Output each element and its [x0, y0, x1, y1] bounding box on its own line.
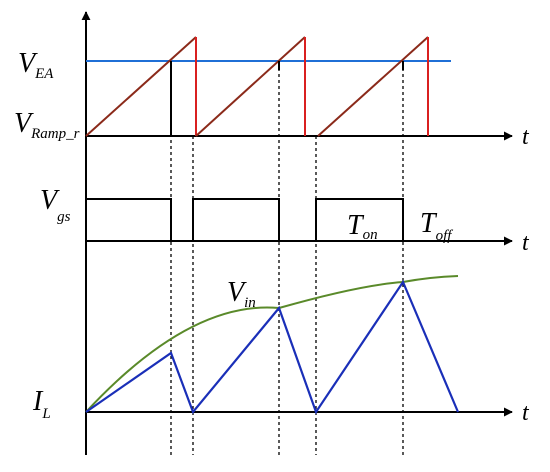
ramp-waveform [85, 36, 429, 137]
inductor-current-waveform [85, 279, 460, 415]
label-t-axis-current: t [522, 400, 530, 426]
label-t-axis-gate: t [522, 230, 530, 256]
ramp-trip-markers [170, 61, 404, 136]
gate-pulse-waveform [86, 198, 404, 242]
label-v-in: Vin [227, 277, 256, 311]
ramp-segment-3 [317, 36, 429, 137]
v-in-curve [85, 275, 459, 413]
label-i-l: IL [32, 386, 51, 422]
ramp-segment-1 [85, 36, 197, 137]
ramp-segment-2 [195, 36, 306, 137]
label-t-off: Toff [420, 208, 453, 244]
label-v-gs: Vgs [40, 185, 71, 225]
label-t-on: Ton [347, 210, 378, 243]
label-t-axis-ramp: t [522, 124, 530, 150]
guide-lines [170, 62, 404, 455]
label-v-ramp: VRamp_r [14, 108, 80, 142]
label-v-ea: VEA [18, 48, 54, 82]
